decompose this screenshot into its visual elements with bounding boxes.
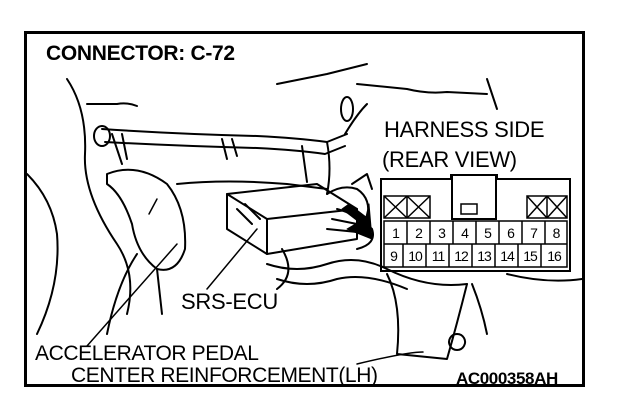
pin-5: 5 [478,224,497,242]
reinforcement-label-line2: CENTER REINFORCEMENT(LH) [71,364,378,387]
pin-1: 1 [386,224,405,242]
pin-12: 12 [451,247,471,265]
srs-ecu-label: SRS-ECU [181,289,278,314]
pin-2: 2 [409,224,428,242]
pin-13: 13 [474,247,494,265]
unused-cavities [383,195,568,219]
connector-arrow [341,203,373,240]
pedal-column [386,273,488,360]
pin-grid [383,220,568,268]
brace-bar [93,96,368,195]
pin-16: 16 [543,247,565,265]
diagram-frame: 1 2 3 4 5 6 7 8 9 10 11 12 13 14 15 16 C… [24,31,585,387]
pin-3: 3 [432,224,451,242]
pin-4: 4 [455,224,474,242]
view-label-rear-view: (REAR VIEW) [382,147,517,172]
pin-9: 9 [386,247,401,265]
pin-8: 8 [547,224,565,242]
pin-7: 7 [524,224,543,242]
pin-6: 6 [501,224,520,242]
srs-ecu-body [226,183,358,290]
pin-10: 10 [405,247,425,265]
figure-code: AC000358AH [456,369,558,387]
reinforcement-bracket [106,168,328,335]
vehicle-illustration [27,63,582,365]
pin-14: 14 [497,247,517,265]
view-label-harness-side: HARNESS SIDE [384,117,545,142]
wiring-harness [266,173,468,290]
dashboard-lines [27,63,582,335]
pin-15: 15 [520,247,540,265]
reinforcement-label-line1: ACCELERATOR PEDAL [35,342,259,365]
leader-lines [86,198,424,365]
connector-title: CONNECTOR: C-72 [46,42,235,65]
connector-face [380,174,571,272]
connector-latch [451,174,497,220]
pin-11: 11 [428,247,448,265]
